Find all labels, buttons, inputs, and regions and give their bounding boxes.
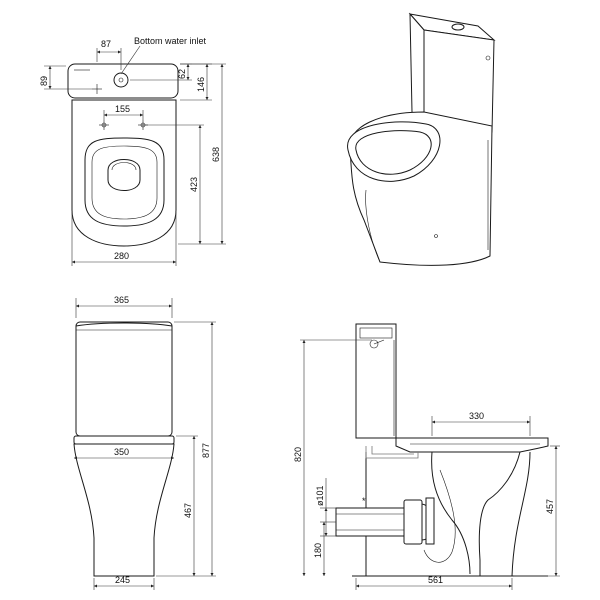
bowl-plan (71, 99, 177, 247)
seat-front (73, 435, 175, 445)
bowl-opening (107, 159, 141, 191)
inlet-hole (113, 72, 129, 88)
dim-457: 457 (545, 499, 555, 514)
rim-side (395, 437, 549, 453)
side-view: 330 820 ø101 180 * 457 561 (293, 323, 560, 590)
inlet-marker (92, 84, 102, 94)
tank-front (75, 321, 173, 437)
dim-101: ø101 (315, 485, 325, 506)
bowl-inner (355, 130, 432, 175)
dim-820: 820 (293, 447, 303, 462)
dim-877: 877 (201, 443, 211, 458)
dim-467: 467 (183, 503, 193, 518)
dim-180: 180 (313, 543, 323, 558)
dim-638: 638 (211, 147, 221, 162)
top-view: 87 Bottom water inlet 89 62 146 155 638 … (39, 36, 226, 266)
bottom-inlet-label: Bottom water inlet (134, 36, 207, 46)
asterisk-note: * (362, 496, 366, 506)
trap-section (431, 451, 471, 575)
flush-button (451, 23, 465, 31)
dim-350: 350 (114, 447, 129, 457)
dim-365: 365 (114, 295, 129, 305)
tank-body (409, 12, 425, 126)
dim-423: 423 (189, 177, 199, 192)
dim-330: 330 (469, 411, 484, 421)
seat-plan (84, 137, 165, 227)
front-view: 365 350 877 467 245 (73, 295, 216, 590)
dim-89: 89 (39, 76, 49, 86)
dim-87: 87 (101, 39, 111, 49)
dim-155: 155 (115, 104, 130, 114)
pedestal-front (73, 443, 175, 577)
perspective-view (347, 12, 496, 266)
dim-146: 146 (196, 77, 206, 92)
tank-side (355, 323, 397, 439)
dim-280: 280 (114, 251, 129, 261)
dim-561: 561 (428, 575, 443, 585)
dim-62: 62 (177, 69, 187, 79)
waste-pipe (335, 497, 435, 545)
dim-245: 245 (115, 575, 130, 585)
fixing-holes (99, 120, 148, 130)
